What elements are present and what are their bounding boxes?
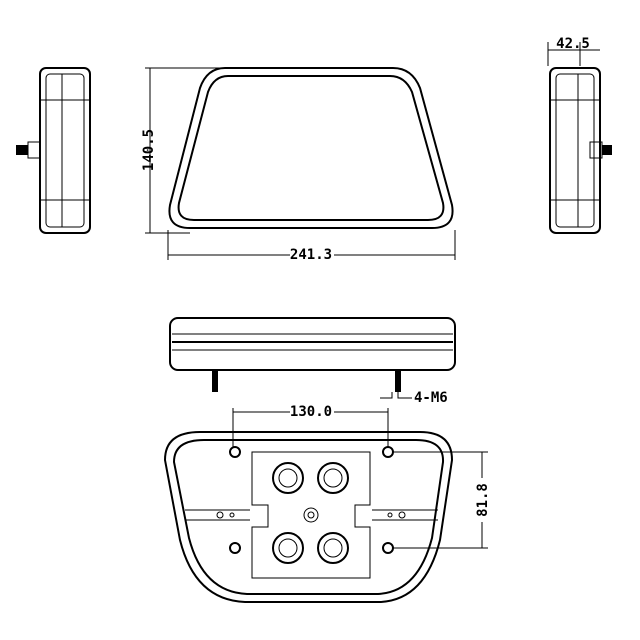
mount-spec-label: 4-M6 xyxy=(414,390,448,406)
top-view: 4-M6 xyxy=(169,317,456,406)
connectors xyxy=(272,462,349,564)
width-label: 241.3 xyxy=(290,247,332,263)
back-view: 130.0 81.8 xyxy=(163,402,491,603)
left-side-view xyxy=(16,67,91,234)
hole-spacing-v-label: 81.8 xyxy=(475,483,491,517)
hole-spacing-h-label: 130.0 xyxy=(290,404,332,420)
height-label: 140.5 xyxy=(141,129,157,171)
width-dimension: 241.3 xyxy=(167,230,456,263)
mount-holes xyxy=(229,446,394,554)
right-side-view: 42.5 xyxy=(547,36,612,234)
depth-label: 42.5 xyxy=(556,36,590,52)
front-view xyxy=(168,67,454,229)
